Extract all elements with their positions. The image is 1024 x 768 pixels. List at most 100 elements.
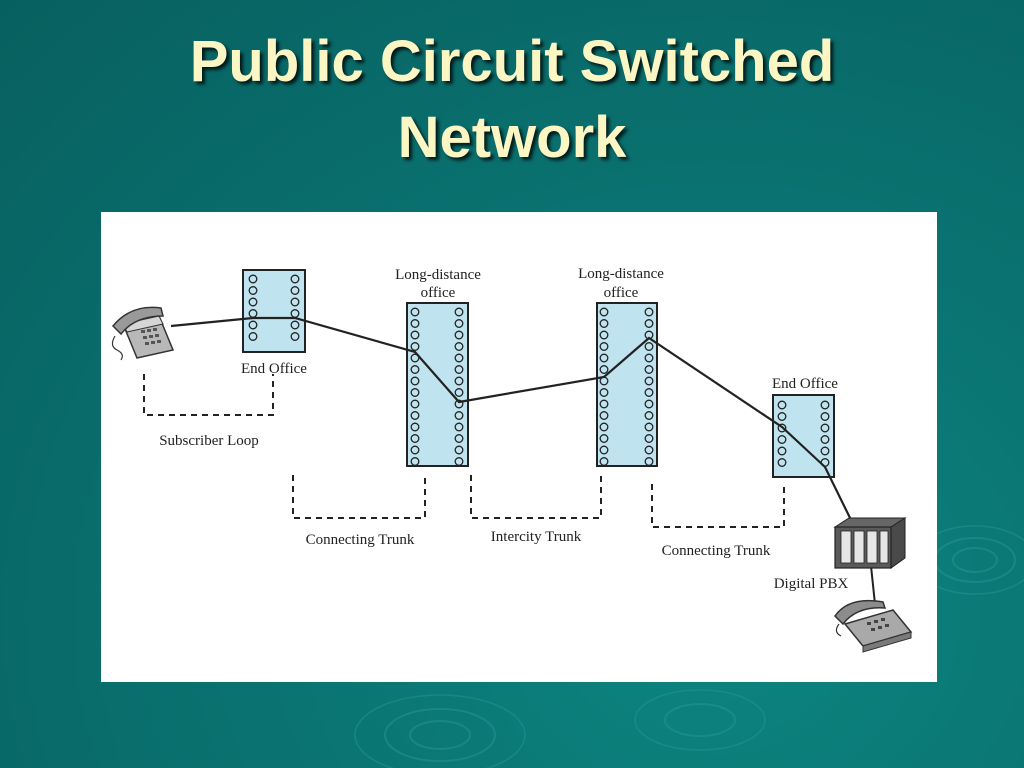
intercity-trunk-label: Intercity Trunk xyxy=(491,529,582,545)
port-circle xyxy=(410,319,420,328)
port-circle xyxy=(644,422,654,432)
port-circle xyxy=(454,457,464,466)
port-circle xyxy=(644,353,654,363)
port-circle xyxy=(644,307,654,317)
port-circle xyxy=(777,458,787,467)
port-circle xyxy=(410,307,420,317)
title-line-1: Public Circuit Switched xyxy=(189,29,835,94)
port-circle xyxy=(410,330,420,340)
bracket-connecting-trunk-right xyxy=(651,484,785,528)
port-circle xyxy=(248,286,258,295)
port-circle xyxy=(820,435,830,444)
port-circle xyxy=(454,388,464,397)
port-circle xyxy=(410,434,420,443)
telephone-icon xyxy=(834,599,913,653)
port-circle xyxy=(454,319,464,328)
port-circle xyxy=(290,297,300,307)
port-circle xyxy=(248,332,258,341)
switch-long-distance-2 xyxy=(596,302,658,467)
port-circle xyxy=(644,399,654,409)
port-circle xyxy=(599,411,609,420)
circuit-path xyxy=(170,316,854,525)
long-distance-2-label-line1: Long-distance xyxy=(578,266,664,282)
network-diagram-svg: End Office Long-distance office Long-dis… xyxy=(111,266,913,653)
port-circle xyxy=(599,330,609,340)
bracket-connecting-trunk-left xyxy=(292,475,426,519)
port-circle xyxy=(599,445,609,455)
port-circle xyxy=(777,423,787,433)
port-circle xyxy=(454,411,464,420)
port-column xyxy=(777,400,787,467)
port-circle xyxy=(599,422,609,432)
port-circle xyxy=(454,353,464,363)
port-circle xyxy=(248,320,258,330)
port-circle xyxy=(599,353,609,363)
port-circle xyxy=(410,376,420,386)
port-circle xyxy=(454,365,464,374)
port-column xyxy=(248,274,258,341)
port-circle xyxy=(290,320,300,330)
port-circle xyxy=(410,342,420,351)
network-diagram: End Office Long-distance office Long-dis… xyxy=(101,212,937,682)
connecting-trunk-left-label: Connecting Trunk xyxy=(306,532,415,548)
port-circle xyxy=(599,388,609,397)
port-column xyxy=(599,307,609,466)
port-circle xyxy=(410,365,420,374)
switch-end-office-right xyxy=(772,394,835,478)
telephone-icon xyxy=(111,306,175,361)
port-circle xyxy=(410,445,420,455)
long-distance-2-label-line2: office xyxy=(604,285,639,301)
port-column xyxy=(820,400,830,467)
port-circle xyxy=(290,274,300,284)
port-circle xyxy=(599,457,609,466)
port-circle xyxy=(410,353,420,363)
end-office-right-label: End Office xyxy=(772,376,838,392)
port-circle xyxy=(454,445,464,455)
port-circle xyxy=(290,286,300,295)
port-circle xyxy=(644,388,654,397)
pbx-cabinet-icon xyxy=(833,517,907,569)
port-circle xyxy=(644,319,654,328)
port-circle xyxy=(644,365,654,374)
port-circle xyxy=(599,342,609,351)
port-circle xyxy=(410,388,420,397)
port-circle xyxy=(820,423,830,433)
port-circle xyxy=(454,342,464,351)
digital-pbx-label: Digital PBX xyxy=(774,576,849,592)
port-circle xyxy=(644,411,654,420)
port-circle xyxy=(454,434,464,443)
port-circle xyxy=(599,399,609,409)
pbx-to-phone-line xyxy=(870,565,876,605)
port-circle xyxy=(777,400,787,410)
port-circle xyxy=(820,446,830,456)
long-distance-1-label-line1: Long-distance xyxy=(395,267,481,283)
port-column xyxy=(644,307,654,466)
port-circle xyxy=(454,307,464,317)
port-circle xyxy=(290,332,300,341)
slide-title: Public Circuit Switched Network xyxy=(0,24,1024,176)
port-circle xyxy=(777,435,787,444)
port-circle xyxy=(410,411,420,420)
long-distance-1-label-line2: office xyxy=(421,285,456,301)
port-circle xyxy=(248,297,258,307)
port-circle xyxy=(777,446,787,456)
port-circle xyxy=(410,399,420,409)
title-line-2: Network xyxy=(397,105,627,170)
port-column xyxy=(410,307,420,466)
port-circle xyxy=(454,399,464,409)
port-circle xyxy=(820,412,830,421)
port-circle xyxy=(599,434,609,443)
port-circle xyxy=(644,457,654,466)
port-circle xyxy=(820,400,830,410)
end-office-left-label: End Office xyxy=(241,361,307,377)
port-circle xyxy=(644,445,654,455)
port-circle xyxy=(248,274,258,284)
switch-end-office-left xyxy=(242,269,306,353)
port-circle xyxy=(410,422,420,432)
port-circle xyxy=(454,330,464,340)
port-circle xyxy=(599,319,609,328)
port-circle xyxy=(599,365,609,374)
port-column xyxy=(454,307,464,466)
bracket-subscriber-loop xyxy=(143,374,274,416)
connecting-trunk-right-label: Connecting Trunk xyxy=(662,543,771,559)
